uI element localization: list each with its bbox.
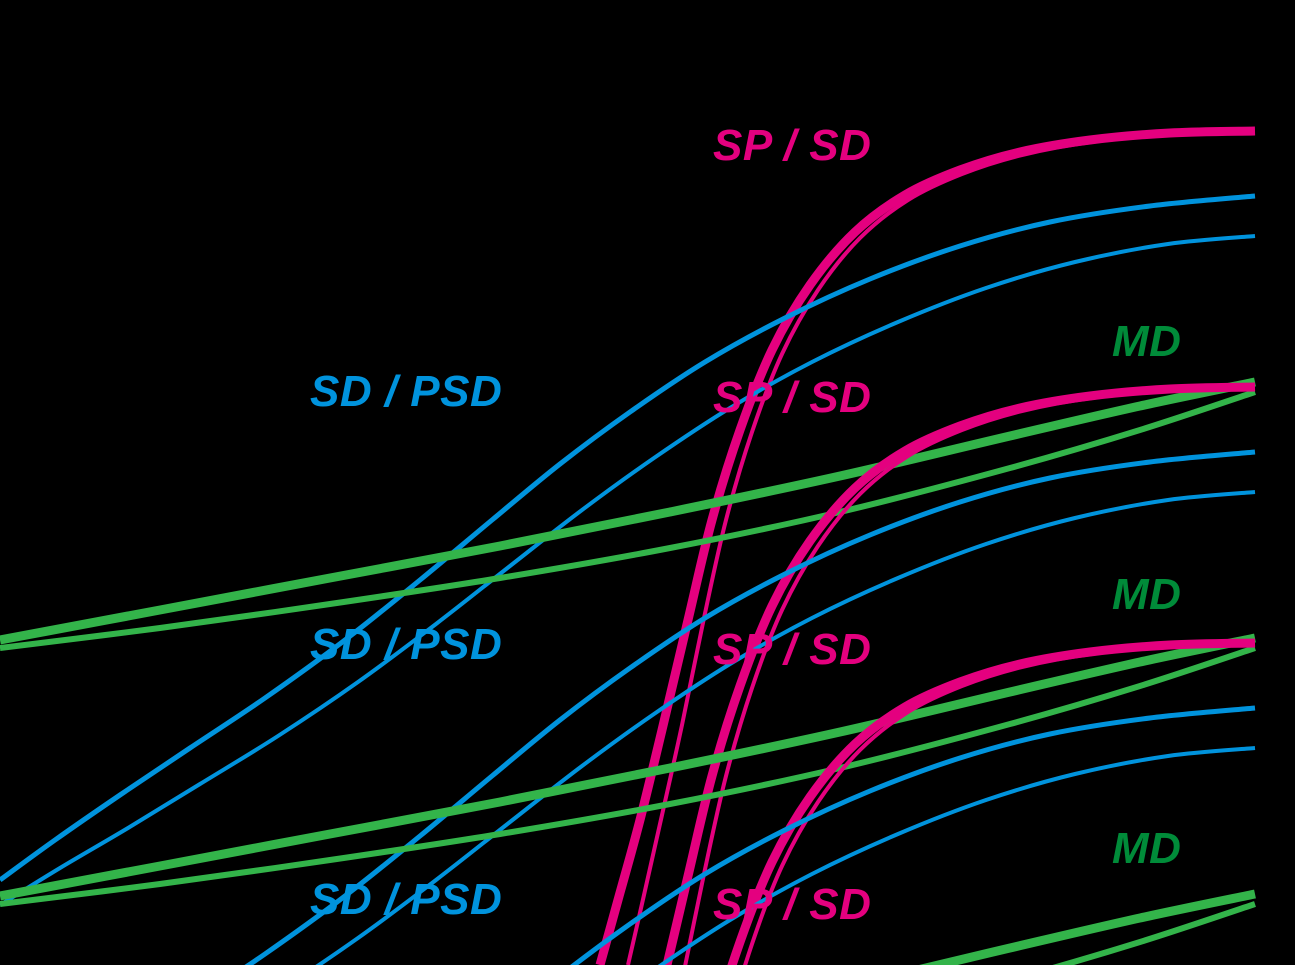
curve-sp-sd-group-3-thin bbox=[743, 643, 1256, 965]
curve-sp-sd-group-3-thick bbox=[727, 638, 1256, 965]
curve-md-group-1-thick bbox=[0, 377, 1256, 645]
curve-sp-sd-group-2-thick bbox=[662, 382, 1256, 965]
curve-sd-psd-group-2-thick bbox=[244, 449, 1256, 965]
curve-sd-psd-group-1-thin bbox=[0, 234, 1256, 907]
curve-label-md-top: MD bbox=[1112, 317, 1182, 366]
curve-sp-sd-group-2-thin bbox=[683, 387, 1256, 965]
curve-md-group-2-thin bbox=[0, 645, 1256, 907]
curve-label-sd-psd-mid: SD / PSD bbox=[310, 620, 503, 669]
curve-md-group-2-thick bbox=[0, 633, 1256, 901]
curve-layer bbox=[0, 126, 1256, 965]
curve-label-sd-psd-top: SD / PSD bbox=[310, 367, 503, 416]
curve-md-group-1-thin bbox=[0, 389, 1256, 651]
curve-label-sp-sd-bot2: SP / SD bbox=[713, 880, 872, 929]
curve-sd-psd-group-3-thin bbox=[657, 746, 1256, 965]
curve-label-md-mid: MD bbox=[1112, 570, 1182, 619]
curve-sd-psd-group-3-thick bbox=[570, 705, 1256, 965]
curve-md-group-3-thin bbox=[1052, 901, 1256, 965]
curve-sp-sd-group-1-thick bbox=[595, 126, 1256, 965]
curve-label-sp-sd-bot: SP / SD bbox=[713, 625, 872, 674]
curve-sd-psd-group-1-thick bbox=[0, 193, 1256, 883]
curve-label-md-bot: MD bbox=[1112, 824, 1182, 873]
curve-sd-psd-group-2-thin bbox=[315, 490, 1256, 965]
curve-label-sp-sd-top: SP / SD bbox=[713, 121, 872, 170]
curve-md-group-3-thick bbox=[919, 889, 1256, 965]
curve-label-sp-sd-mid: SP / SD bbox=[713, 373, 872, 422]
curve-sp-sd-group-1-thin bbox=[626, 131, 1256, 965]
curve-label-sd-psd-bot: SD / PSD bbox=[310, 875, 503, 924]
